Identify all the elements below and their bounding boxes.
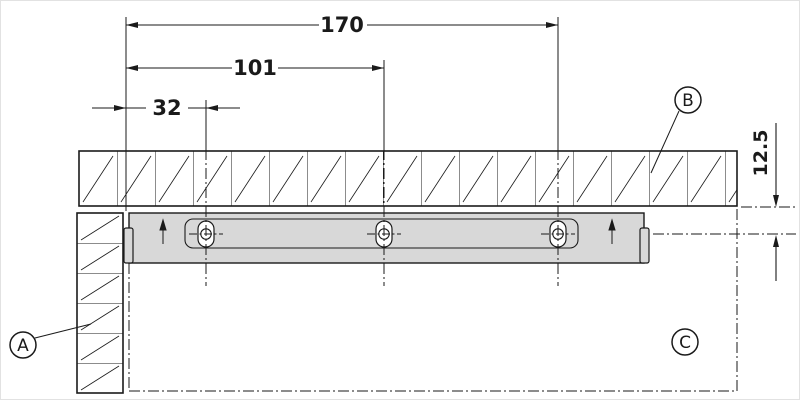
arrowhead-left-icon bbox=[206, 105, 218, 111]
label-c-circle bbox=[671, 328, 699, 356]
rail-inner-profile bbox=[184, 218, 579, 249]
arrowhead-right-icon bbox=[546, 22, 558, 28]
extension-lines bbox=[125, 17, 559, 211]
rail-right-tab bbox=[639, 227, 650, 264]
label-cabinet: C bbox=[671, 328, 699, 356]
label-b-circle bbox=[674, 86, 702, 114]
dimension-overall: 170 bbox=[126, 13, 558, 37]
left-panel-outline bbox=[76, 212, 124, 394]
left-panel-hatch bbox=[77, 213, 123, 393]
label-left-panel: A bbox=[9, 323, 92, 359]
label-a-circle bbox=[9, 331, 37, 359]
arrowhead-right-icon bbox=[114, 105, 126, 111]
dimension-second-hole: 101 bbox=[126, 56, 384, 80]
arrowhead-left-icon bbox=[126, 65, 138, 71]
arrow-up-icon-left bbox=[159, 218, 167, 244]
hole-center-lines bbox=[205, 149, 559, 286]
label-c-text: C bbox=[679, 333, 691, 353]
arrow-up-icon-right bbox=[608, 218, 616, 244]
arrowhead-down-icon bbox=[773, 195, 779, 207]
top-panel-hatch bbox=[79, 151, 737, 206]
dimension-second-hole-value: 101 bbox=[233, 56, 277, 80]
label-a-text: A bbox=[17, 336, 29, 356]
dimension-first-hole-value: 32 bbox=[152, 96, 181, 120]
dimension-first-hole: 32 bbox=[92, 96, 240, 120]
label-b-leader-line bbox=[650, 110, 680, 174]
arrowhead-left-icon bbox=[126, 22, 138, 28]
dimension-overall-value: 170 bbox=[320, 13, 364, 37]
arrowhead-right-icon bbox=[372, 65, 384, 71]
dimension-vertical-offset: 12.5 bbox=[750, 123, 779, 281]
rail-left-tab bbox=[123, 227, 134, 264]
dimension-vertical-offset-value: 12.5 bbox=[750, 130, 772, 177]
mounting-rail bbox=[123, 212, 650, 264]
arrowhead-up-icon bbox=[773, 235, 779, 247]
label-a-leader-line bbox=[34, 323, 92, 339]
cabinet-phantom-outline bbox=[128, 206, 796, 392]
label-top-panel: B bbox=[650, 86, 702, 174]
top-panel bbox=[78, 150, 738, 207]
label-b-text: B bbox=[682, 91, 694, 111]
left-panel bbox=[76, 212, 124, 394]
top-panel-outline bbox=[78, 150, 738, 207]
